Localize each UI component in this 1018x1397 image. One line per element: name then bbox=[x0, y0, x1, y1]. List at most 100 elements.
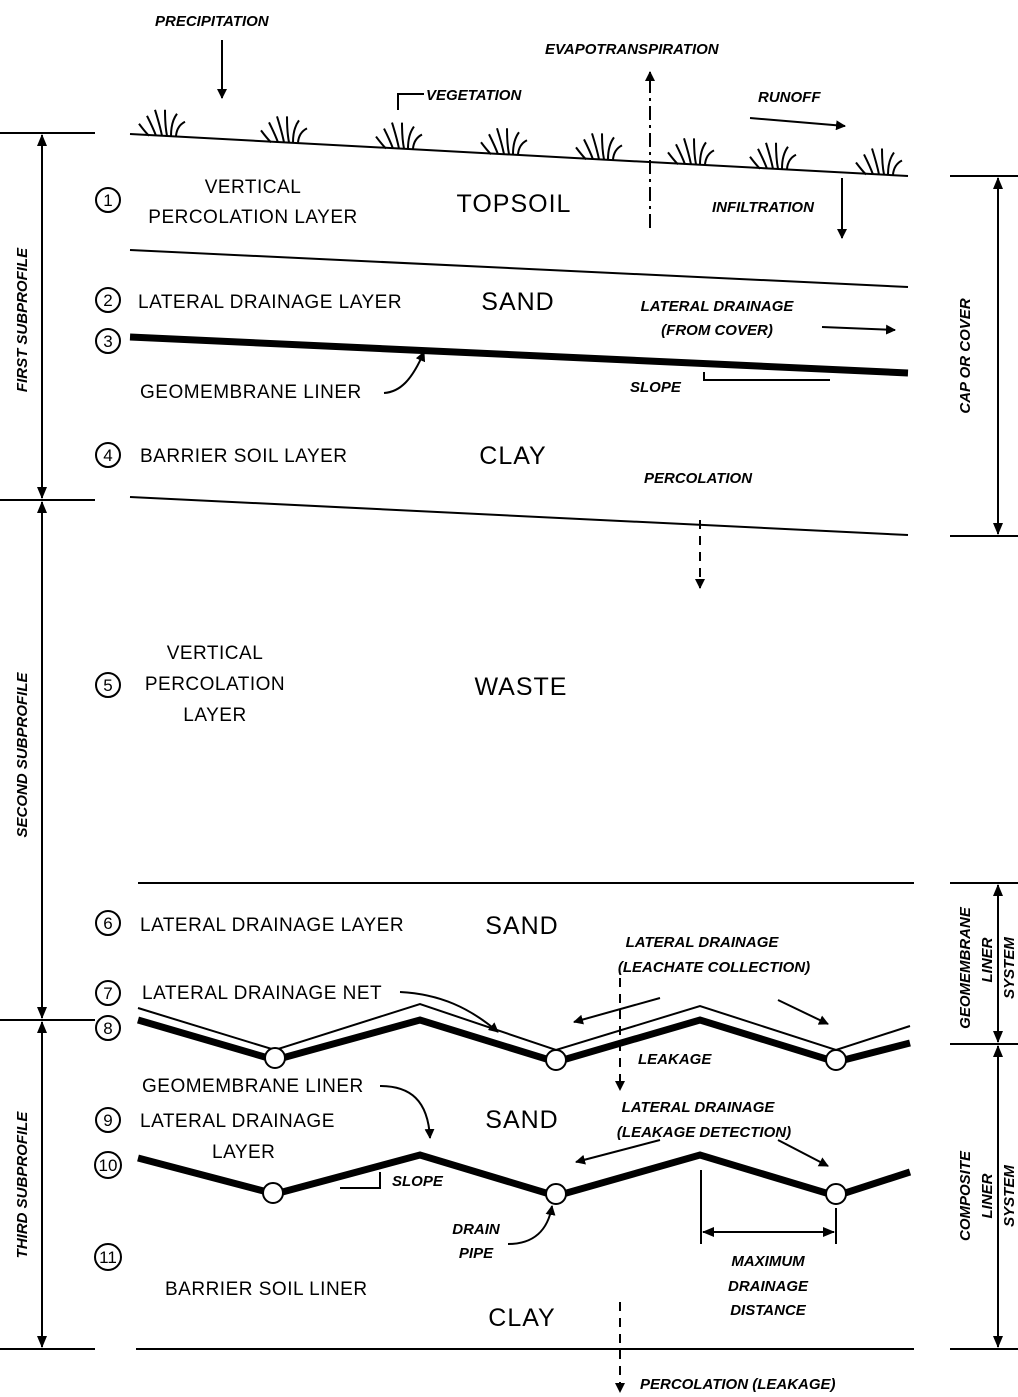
waste-vertical-label-2: PERCOLATION bbox=[145, 674, 285, 695]
third-subprofile-label: THIRD SUBPROFILE bbox=[14, 1111, 31, 1259]
layer-10-liner: 10 SLOPE DRAIN PIPE MAXIMUM DRAINAGE DIS… bbox=[94, 1139, 912, 1319]
vegetation-leader bbox=[397, 93, 424, 110]
composite-system-label-1: COMPOSITE bbox=[957, 1150, 974, 1241]
geomembrane-liner-leader bbox=[383, 351, 426, 394]
layer-number-4: 4 bbox=[103, 446, 112, 465]
sand-6-label: SAND bbox=[485, 912, 558, 940]
lateral-drainage-detect-label-2: (LEAKAGE DETECTION) bbox=[617, 1124, 791, 1141]
evapotranspiration-label: EVAPOTRANSPIRATION bbox=[545, 41, 720, 58]
clay-bottom-label: CLAY bbox=[488, 1304, 555, 1332]
drain-pipe-circle-4 bbox=[262, 1182, 284, 1204]
sand-top-label: SAND bbox=[481, 288, 554, 316]
geomembrane-liner-8-label: GEOMEMBRANE LINER bbox=[142, 1076, 364, 1097]
leachate-drainage-arrow-left bbox=[573, 997, 661, 1025]
lateral-drainage-leachate-label-2: (LEACHATE COLLECTION) bbox=[618, 959, 810, 976]
lateral-drainage-layer-6-label: LATERAL DRAINAGE LAYER bbox=[140, 915, 404, 936]
clay-bottom-line bbox=[129, 496, 909, 536]
drain-pipe-circle-5 bbox=[545, 1183, 567, 1205]
layer-1-topsoil: 1 VERTICAL PERCOLATION LAYER TOPSOIL bbox=[95, 177, 909, 288]
second-subprofile-label: SECOND SUBPROFILE bbox=[14, 671, 31, 837]
drainage-net-leader bbox=[399, 991, 499, 1033]
max-dist-label-3: DISTANCE bbox=[730, 1302, 807, 1319]
vegetation-tuft-icon bbox=[575, 133, 623, 161]
runoff-label: RUNOFF bbox=[758, 89, 821, 106]
layer-number-11: 11 bbox=[99, 1248, 117, 1267]
drainage-net-top-line bbox=[137, 1002, 911, 1052]
layer-number-7: 7 bbox=[103, 984, 112, 1003]
composite-system-label-3: SYSTEM bbox=[1001, 1165, 1018, 1227]
slope-label: SLOPE bbox=[630, 379, 682, 396]
layer-number-3-circle bbox=[95, 328, 121, 354]
drain-pipe-leader bbox=[507, 1205, 556, 1245]
drain-pipe-circle-1 bbox=[264, 1047, 286, 1069]
vertical-percolation-label-2: PERCOLATION LAYER bbox=[148, 207, 357, 228]
lateral-drainage-leachate-label-1: LATERAL DRAINAGE bbox=[626, 934, 780, 951]
vegetation-label: VEGETATION bbox=[426, 87, 522, 104]
drain-pipe-label-1: DRAIN bbox=[452, 1221, 501, 1238]
lateral-drainage-layer-label: LATERAL DRAINAGE LAYER bbox=[138, 292, 402, 313]
detect-drainage-arrow-left bbox=[575, 1139, 661, 1165]
slope-indicator bbox=[703, 372, 830, 381]
layer-number-5: 5 bbox=[103, 676, 112, 695]
vegetation-tuft-icon bbox=[667, 138, 715, 166]
system-dimensions: CAP OR COVER GEOMEMBRANE LINER SYSTEM CO… bbox=[950, 175, 1018, 1350]
drain-pipe-circle-2 bbox=[545, 1049, 567, 1071]
drain-pipe-circle-3 bbox=[825, 1049, 847, 1071]
barrier-soil-layer-label: BARRIER SOIL LAYER bbox=[140, 446, 348, 467]
drain-pipe-label-2: PIPE bbox=[459, 1245, 494, 1262]
slope-lower-indicator bbox=[340, 1172, 381, 1189]
surface-layer: PRECIPITATION EVAPOTRANSPIRATION VEGETAT… bbox=[129, 13, 909, 239]
vegetation-tuft-icon bbox=[260, 116, 308, 144]
layer-number-1-circle bbox=[95, 187, 121, 213]
layer-number-8: 8 bbox=[103, 1019, 112, 1038]
precipitation-label: PRECIPITATION bbox=[155, 13, 270, 30]
lateral-drainage-9-label-2: LAYER bbox=[212, 1142, 275, 1163]
leachate-drainage-arrow-right bbox=[777, 999, 829, 1025]
vegetation-tuft-icon bbox=[375, 122, 423, 150]
infiltration-label: INFILTRATION bbox=[712, 199, 815, 216]
vegetation-tuft-icon bbox=[138, 109, 186, 137]
lateral-drainage-9-label-1: LATERAL DRAINAGE bbox=[140, 1111, 335, 1132]
clay-top-label: CLAY bbox=[479, 442, 546, 470]
layer-number-4-circle bbox=[95, 442, 121, 468]
waste-vertical-label-3: LAYER bbox=[183, 705, 246, 726]
layer-5-waste: 5 VERTICAL PERCOLATION LAYER WASTE bbox=[95, 643, 914, 884]
geomembrane-liner-top-label: GEOMEMBRANE LINER bbox=[140, 382, 362, 403]
percolation-leakage-label: PERCOLATION (LEAKAGE) bbox=[640, 1376, 836, 1393]
layer-2-3: 2 LATERAL DRAINAGE LAYER SAND LATERAL DR… bbox=[95, 287, 909, 403]
vegetation-tufts bbox=[138, 109, 903, 176]
lateral-drainage-net-label: LATERAL DRAINAGE NET bbox=[142, 983, 382, 1004]
cap-or-cover-label: CAP OR COVER bbox=[957, 298, 974, 413]
detect-drainage-arrow-right bbox=[777, 1139, 829, 1167]
layer-number-9: 9 bbox=[103, 1111, 112, 1130]
layer-number-5-circle bbox=[95, 672, 121, 698]
vegetation-tuft-icon bbox=[749, 142, 797, 170]
waste-vertical-label-1: VERTICAL bbox=[167, 643, 264, 664]
topsoil-bottom-line bbox=[129, 249, 909, 288]
layer-number-6: 6 bbox=[103, 914, 112, 933]
layer-number-7-circle bbox=[95, 980, 121, 1006]
waste-label: WASTE bbox=[475, 673, 568, 701]
ground-surface-line bbox=[129, 133, 909, 177]
geomembrane-system-label-1: GEOMEMBRANE bbox=[957, 906, 974, 1029]
topsoil-label: TOPSOIL bbox=[457, 190, 572, 218]
runoff-arrow bbox=[749, 117, 846, 131]
layer-number-8-circle bbox=[95, 1015, 121, 1041]
subprofile-dimensions: FIRST SUBPROFILE SECOND SUBPROFILE THIRD… bbox=[0, 132, 95, 1350]
layer-11-clay: 11 BARRIER SOIL LINER CLAY PERCOLATION (… bbox=[94, 1243, 914, 1393]
geomembrane-system-label-3: SYSTEM bbox=[1001, 937, 1018, 999]
geomembrane-liner-top bbox=[129, 333, 909, 377]
layer-number-3: 3 bbox=[103, 332, 112, 351]
leakage-label: LEAKAGE bbox=[638, 1051, 712, 1068]
barrier-soil-liner-label: BARRIER SOIL LINER bbox=[165, 1279, 368, 1300]
layer-7-8-net-liner: 7 LATERAL DRAINAGE NET 8 LEAKAGE bbox=[95, 978, 911, 1091]
vegetation-tuft-icon bbox=[480, 127, 528, 155]
layer-number-11-circle bbox=[94, 1243, 122, 1271]
lateral-drainage-cover-label-2: (FROM COVER) bbox=[661, 322, 773, 339]
layer-number-1: 1 bbox=[103, 191, 112, 210]
layer-number-6-circle bbox=[95, 910, 121, 936]
geomembrane-liner-8-leader bbox=[379, 1085, 435, 1139]
geomembrane-liner-8 bbox=[137, 1016, 911, 1066]
lateral-drainage-detect-label-1: LATERAL DRAINAGE bbox=[622, 1099, 776, 1116]
